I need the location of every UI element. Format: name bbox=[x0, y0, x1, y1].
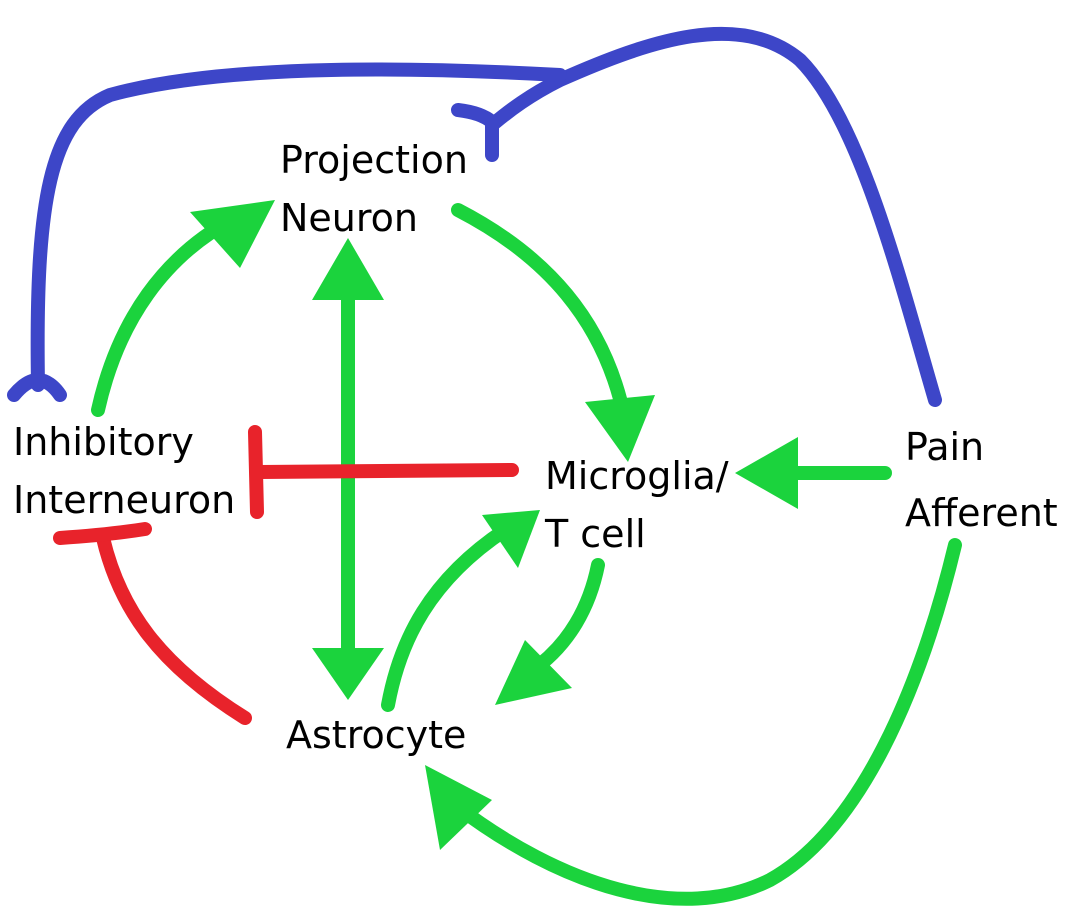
interneuron-to-projection-arrowhead bbox=[190, 200, 275, 268]
node-projection-neuron: Projection Neuron bbox=[280, 131, 468, 247]
afferent-to-astrocyte-arrow bbox=[448, 538, 962, 906]
microglia-to-astrocyte-arrowhead bbox=[495, 640, 572, 705]
node-inhibitory-interneuron: Inhibitory Interneuron bbox=[13, 413, 235, 529]
afferent-to-microglia-arrowhead bbox=[735, 437, 798, 509]
projection-neuron-line1: Projection bbox=[280, 138, 468, 182]
afferent-to-astrocyte-arrowhead bbox=[425, 765, 492, 850]
astrocyte-inhibits-interneuron-line bbox=[96, 531, 252, 725]
pain-afferent-line2: Afferent bbox=[905, 491, 1058, 535]
projection-neuron-line2: Neuron bbox=[280, 196, 419, 240]
astrocyte-inhibits-interneuron-bar bbox=[53, 522, 152, 545]
astrocyte-line1: Astrocyte bbox=[286, 713, 467, 757]
inhibitory-interneuron-line2: Interneuron bbox=[13, 478, 236, 522]
astrocyte-to-microglia-arrow bbox=[381, 523, 512, 712]
pain-afferent-line1: Pain bbox=[905, 425, 985, 469]
microglia-inhibits-interneuron-line bbox=[253, 463, 519, 479]
microglia-inhibits-interneuron-bar bbox=[248, 425, 264, 519]
projection-astrocyte-arrowhead-top bbox=[312, 238, 384, 300]
afferent-to-interneuron-line bbox=[30, 62, 567, 392]
projection-astrocyte-arrowhead-bottom bbox=[312, 648, 384, 700]
inhibitory-interneuron-line1: Inhibitory bbox=[13, 420, 194, 464]
projection-to-microglia-arrowhead bbox=[585, 395, 655, 462]
projection-to-microglia-arrow bbox=[451, 203, 632, 427]
node-pain-afferent: Pain Afferent bbox=[905, 414, 1058, 546]
afferent-to-interneuron-synapse bbox=[7, 373, 67, 402]
node-astrocyte: Astrocyte bbox=[286, 706, 466, 764]
astrocyte-to-microglia-arrowhead bbox=[482, 510, 540, 568]
afferent-to-projection-line bbox=[485, 26, 942, 407]
node-microglia-tcell: Microglia/ T cell bbox=[545, 447, 729, 563]
microglia-tcell-line1: Microglia/ bbox=[545, 454, 729, 498]
microglia-tcell-line2: T cell bbox=[545, 512, 646, 556]
interneuron-to-projection-arrow bbox=[91, 211, 242, 417]
afferent-to-projection-synapse bbox=[451, 103, 499, 162]
